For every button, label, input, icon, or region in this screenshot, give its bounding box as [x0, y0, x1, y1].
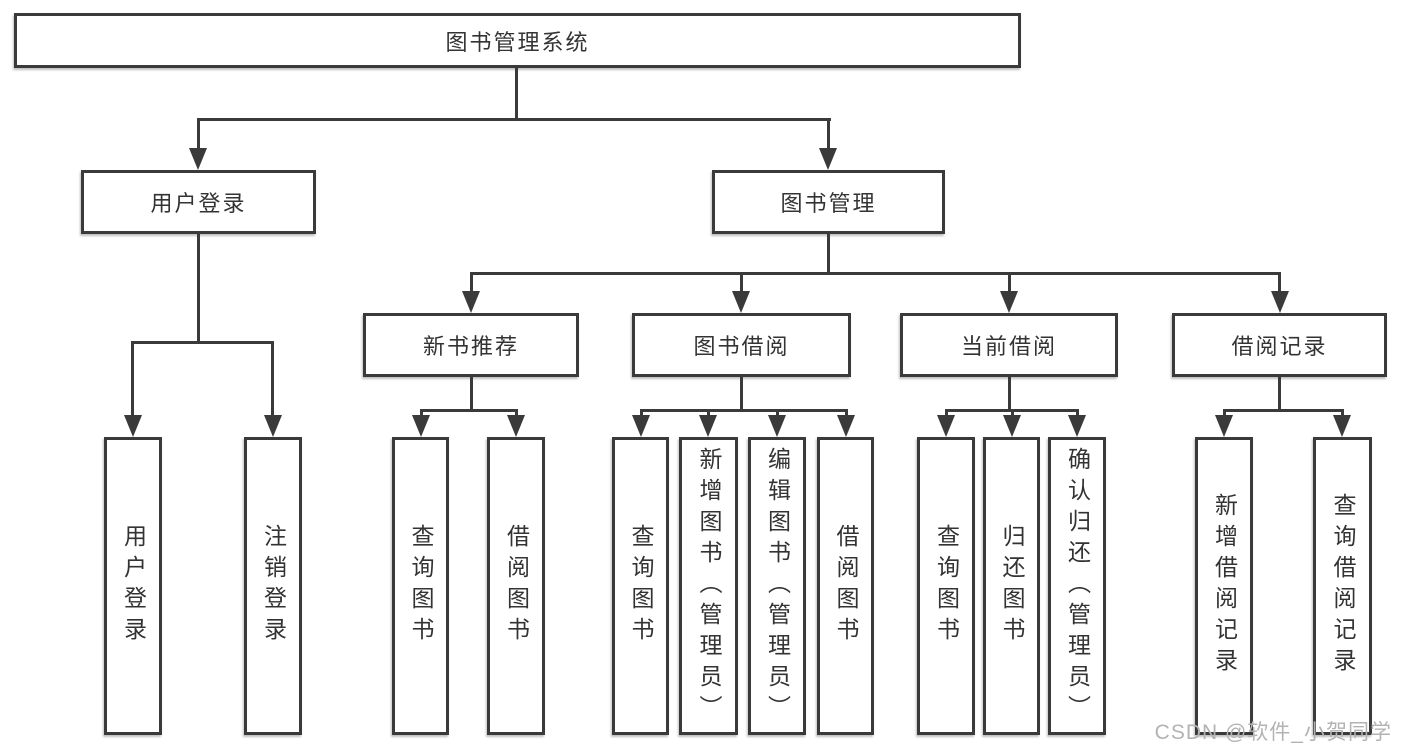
arrow-into-user-login: [189, 148, 207, 170]
node-current-borrowing: 当前借阅: [900, 313, 1118, 377]
arrow-into-current-borrow: [1000, 291, 1018, 313]
leaf-label: 查询图书: [628, 524, 654, 648]
connector-leaf-stem: [420, 409, 423, 417]
node-library-management-system: 图书管理系统: [14, 13, 1021, 68]
connector-new-book-stem: [470, 377, 473, 412]
connector-root-crossbar: [197, 118, 831, 121]
leaf-query-books-borrowing: 查询图书: [612, 437, 669, 735]
arrow-into-leaf-return-books: [1003, 415, 1021, 437]
connector-book-borrow-stem: [740, 377, 743, 412]
leaf-label: 查询图书: [933, 524, 960, 648]
node-book-management: 图书管理: [712, 170, 945, 234]
arrow-into-leaf-query-books-3: [937, 415, 955, 437]
node-book-borrowing: 图书借阅: [632, 313, 851, 377]
leaf-return-books: 归还图书: [983, 437, 1040, 735]
arrow-into-book-borrow: [732, 291, 750, 313]
connector-to-current-borrow-stem: [1008, 272, 1011, 291]
connector-root-stem: [515, 68, 518, 118]
connector-to-borrow-records-stem: [1278, 272, 1281, 291]
arrow-into-leaf-borrow-books-1: [507, 415, 525, 437]
arrow-into-leaf-user-login: [124, 415, 142, 437]
arrow-into-leaf-query-books-1: [412, 415, 430, 437]
node-label: 新书推荐: [422, 334, 519, 359]
node-label: 当前借阅: [960, 334, 1057, 359]
connector-leaf-stem: [707, 409, 710, 417]
connector-book-mgmt-crossbar: [470, 272, 1281, 275]
leaf-label: 借阅图书: [503, 524, 530, 648]
leaf-label: 查询图书: [408, 524, 434, 648]
leaf-edit-books-admin: 编辑图书（管理员）: [748, 437, 806, 735]
connector-borrow-records-crossbar: [1223, 409, 1343, 412]
connector-leaf-stem: [640, 409, 643, 417]
leaf-user-login: 用户登录: [104, 437, 162, 735]
node-label: 用户登录: [150, 191, 247, 216]
connector-leaf-stem: [1223, 409, 1226, 417]
node-borrowing-records: 借阅记录: [1172, 313, 1387, 377]
arrow-into-book-mgmt: [819, 148, 837, 170]
node-label: 图书管理系统: [445, 29, 590, 55]
node-new-book-recommend: 新书推荐: [363, 313, 579, 377]
node-label: 借阅记录: [1231, 334, 1328, 359]
leaf-logout: 注销登录: [244, 437, 302, 735]
leaf-label: 注销登录: [260, 524, 287, 648]
leaf-label: 新增图书（管理员）: [696, 446, 722, 726]
node-user-login: 用户登录: [81, 170, 316, 234]
leaf-query-books-recommend: 查询图书: [392, 437, 449, 735]
arrow-into-leaf-edit-books: [768, 415, 786, 437]
connector-current-borrow-stem: [1008, 377, 1011, 412]
arrow-into-leaf-add-record: [1215, 415, 1233, 437]
leaf-borrow-books-recommend: 借阅图书: [487, 437, 545, 735]
connector-borrow-records-stem: [1278, 377, 1281, 412]
leaf-label: 归还图书: [999, 524, 1025, 648]
leaf-label: 确认归还（管理员）: [1064, 446, 1091, 726]
arrow-into-leaf-query-books-2: [632, 415, 650, 437]
leaf-confirm-return-admin: 确认归还（管理员）: [1048, 437, 1106, 735]
arrow-into-leaf-confirm-return: [1068, 415, 1086, 437]
csdn-watermark: CSDN @软件_小贺同学: [1154, 721, 1392, 744]
node-label: 图书借阅: [693, 334, 790, 359]
leaf-label: 用户登录: [120, 524, 147, 648]
leaf-add-books-admin: 新增图书（管理员）: [679, 437, 738, 735]
node-label: 图书管理: [780, 191, 877, 216]
connector-to-new-book-stem: [470, 272, 473, 291]
leaf-query-borrow-record: 查询借阅记录: [1313, 437, 1372, 735]
connector-to-leaf-logout-stem: [271, 341, 274, 415]
connector-to-book-mgmt-stem: [827, 118, 830, 148]
leaf-query-books-current: 查询图书: [917, 437, 975, 735]
connector-user-login-stem: [197, 234, 200, 344]
arrow-into-leaf-borrow-books-2: [837, 415, 855, 437]
leaf-add-borrow-record: 新增借阅记录: [1195, 437, 1253, 735]
connector-leaf-stem: [1076, 409, 1079, 417]
leaf-label: 新增借阅记录: [1211, 493, 1238, 679]
connector-book-mgmt-stem: [827, 234, 830, 275]
connector-leaf-stem: [776, 409, 779, 417]
arrow-into-leaf-add-books: [699, 415, 717, 437]
leaf-label: 编辑图书（管理员）: [764, 446, 791, 726]
connector-leaf-stem: [945, 409, 948, 417]
connector-to-leaf-user-login-stem: [131, 341, 134, 415]
leaf-borrow-books-borrowing: 借阅图书: [817, 437, 874, 735]
connector-to-book-borrow-stem: [740, 272, 743, 291]
connector-user-login-crossbar: [131, 341, 274, 344]
arrow-into-borrow-records: [1271, 291, 1289, 313]
leaf-label: 查询借阅记录: [1330, 493, 1356, 679]
connector-leaf-stem: [1011, 409, 1014, 417]
arrow-into-leaf-query-record: [1333, 415, 1351, 437]
connector-to-user-login-stem: [197, 118, 200, 148]
connector-leaf-stem: [1341, 409, 1344, 417]
arrow-into-leaf-logout: [264, 415, 282, 437]
leaf-label: 借阅图书: [833, 524, 859, 648]
connector-leaf-stem: [515, 409, 518, 417]
connector-book-borrow-crossbar: [640, 409, 847, 412]
connector-leaf-stem: [845, 409, 848, 417]
connector-new-book-crossbar: [420, 409, 517, 412]
arrow-into-new-book-rec: [462, 291, 480, 313]
